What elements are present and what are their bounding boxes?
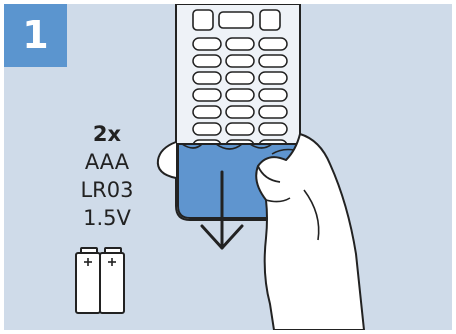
remote-key xyxy=(193,123,221,135)
remote-key xyxy=(193,72,221,84)
battery-icon xyxy=(76,248,124,313)
remote-key xyxy=(193,38,221,50)
remote-key xyxy=(226,55,254,67)
remote-key xyxy=(259,72,287,84)
remote-key xyxy=(226,123,254,135)
remote-key xyxy=(259,123,287,135)
remote-key xyxy=(259,55,287,67)
remote-key xyxy=(226,89,254,101)
remote-key xyxy=(193,55,221,67)
instruction-panel: 1 2x AAA LR03 1.5V xyxy=(4,4,452,330)
remote-key xyxy=(259,106,287,118)
remote-key xyxy=(259,38,287,50)
remote-key xyxy=(193,106,221,118)
keypad xyxy=(193,38,287,152)
remote-key xyxy=(193,89,221,101)
remote-key xyxy=(259,89,287,101)
hand-icon xyxy=(256,134,364,330)
illustration xyxy=(4,4,452,330)
remote-key xyxy=(226,72,254,84)
remote-key xyxy=(226,106,254,118)
left-thumb xyxy=(158,142,176,178)
remote-key xyxy=(226,38,254,50)
